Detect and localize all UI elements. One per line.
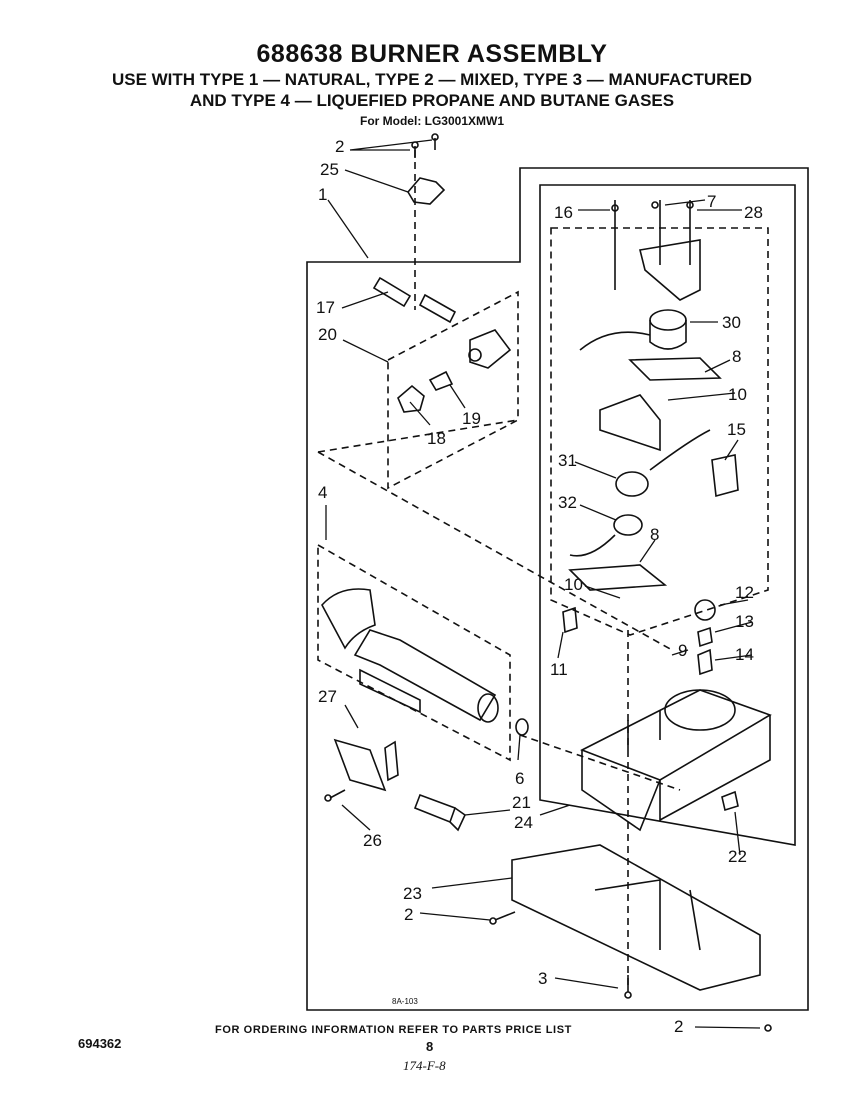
callout-23: 23: [403, 884, 422, 903]
callout-11: 11: [550, 660, 568, 679]
callout-30: 30: [722, 313, 741, 332]
diagram-title: 688638 BURNER ASSEMBLY: [256, 40, 608, 68]
valve-dashed-frame: [550, 227, 769, 636]
drawing-code: 8A-103: [392, 997, 418, 1006]
callout-8-upper: 8: [732, 347, 741, 366]
callout-2-top: 2: [335, 137, 344, 156]
callout-10-lower: 10: [564, 575, 583, 594]
callout-10-upper: 10: [728, 385, 747, 404]
handwritten-note: 174-F-8: [403, 1058, 446, 1073]
callout-22: 22: [728, 847, 747, 866]
callout-7: 7: [707, 192, 716, 211]
burner-dashed-frame: [317, 543, 511, 762]
callout-17: 17: [316, 298, 335, 317]
callout-12: 12: [735, 583, 754, 602]
callout-4: 4: [318, 483, 327, 502]
callout-15: 15: [727, 420, 746, 439]
ordering-note: FOR ORDERING INFORMATION REFER TO PARTS …: [215, 1024, 572, 1036]
callout-19: 19: [462, 409, 481, 428]
inner-frame: [539, 184, 796, 846]
callout-31: 31: [558, 451, 577, 470]
callout-2-left: 2: [404, 905, 413, 924]
callout-24: 24: [514, 813, 533, 832]
callout-8-lower: 8: [650, 525, 659, 544]
callout-18: 18: [427, 429, 446, 448]
outer-frame: [306, 167, 809, 1011]
page-number: 8: [426, 1039, 434, 1054]
callout-14: 14: [735, 645, 754, 664]
callout-9: 9: [678, 641, 687, 660]
callout-20: 20: [318, 325, 337, 344]
gas-type-line-2: AND TYPE 4 — LIQUEFIED PROPANE AND BUTAN…: [189, 91, 675, 110]
orifice-dashed-frame: [387, 290, 519, 490]
callout-25: 25: [320, 160, 339, 179]
callout-16: 16: [554, 203, 573, 222]
callout-32: 32: [558, 493, 577, 512]
callout-1: 1: [318, 185, 327, 204]
callout-13: 13: [735, 612, 754, 631]
callout-26: 26: [363, 831, 382, 850]
document-number: 694362: [78, 1036, 122, 1051]
callout-27: 27: [318, 687, 337, 706]
callout-21: 21: [512, 793, 531, 812]
callout-3: 3: [538, 969, 547, 988]
callout-2-bottom-right: 2: [674, 1017, 683, 1036]
callout-28: 28: [744, 203, 763, 222]
callout-6: 6: [515, 769, 524, 788]
model-label: For Model: LG3001XMW1: [359, 114, 505, 128]
gas-type-line-1: USE WITH TYPE 1 — NATURAL, TYPE 2 — MIXE…: [111, 70, 753, 89]
